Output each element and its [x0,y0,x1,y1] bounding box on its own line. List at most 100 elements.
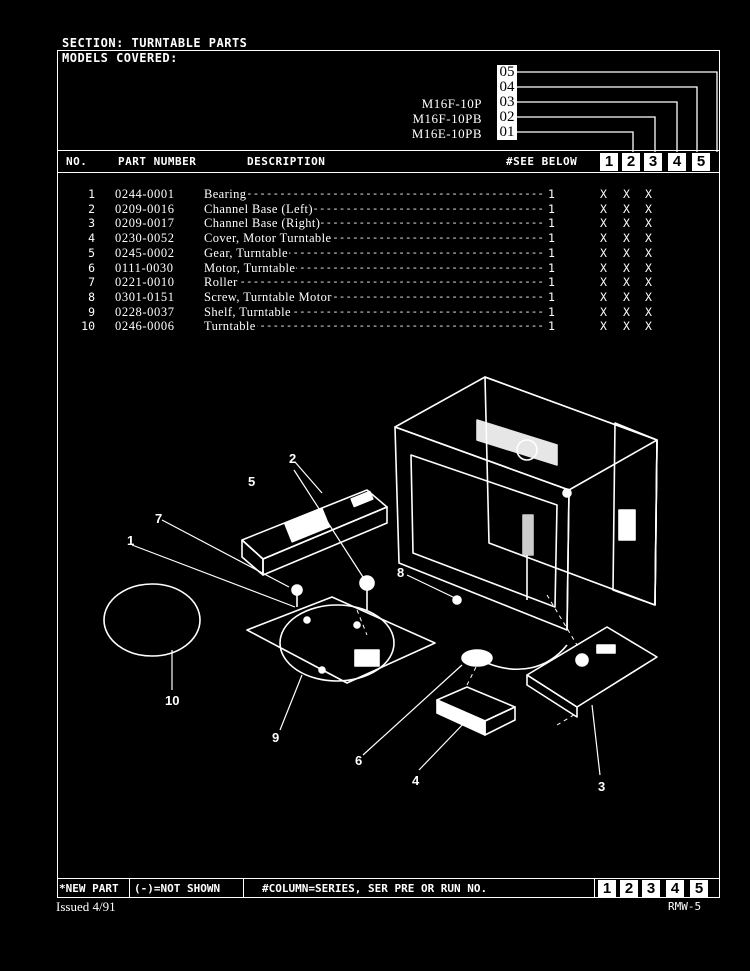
part-mark: X [600,201,607,216]
part-mark: X [645,245,652,260]
footer-column-box-4: 4 [666,880,684,898]
column-box-1: 1 [600,153,618,171]
model-code-05: 05 [497,65,517,80]
part-mark: X [623,216,630,231]
callout-8: 8 [397,565,404,580]
model-code-01: 01 [497,125,517,140]
part-mark: X [623,275,630,290]
callout-2: 2 [289,451,296,466]
callout-6: 6 [355,753,362,768]
motor-cover-illustration [436,686,516,736]
model-name: M16F-10PB [412,111,482,126]
part-qty: 1 [548,289,555,304]
part-no: 8 [88,289,95,304]
part-description: Cover, Motor Turntable [204,231,333,246]
callout-3: 3 [598,779,605,794]
part-mark: X [623,289,630,304]
part-description: Motor, Turntable [204,260,297,276]
header-rule-bottom [57,172,720,173]
part-mark: X [645,260,652,275]
part-mark: X [623,201,630,216]
part-no: 9 [88,304,95,319]
model-name: M16E-10PB [411,126,482,141]
part-mark: X [645,216,652,231]
part-mark: X [645,304,652,319]
part-mark: X [600,289,607,304]
shelf-illustration [246,596,436,684]
part-number: 0301-0151 [115,289,175,304]
part-qty: 1 [548,216,555,231]
part-qty: 1 [548,187,555,201]
part-mark: X [623,231,630,246]
part-qty: 1 [548,319,555,334]
part-mark: X [600,216,607,231]
part-description: Bearing [204,187,248,202]
part-mark: X [623,187,630,201]
roller-illustration [291,584,303,596]
part-description: Turntable [204,319,257,334]
part-mark: X [623,304,630,319]
footer-rule [57,878,720,879]
part-number: 0230-0052 [115,231,175,246]
header-rule-top [57,150,720,151]
channel-base-left-illustration [241,489,388,576]
callout-5: 5 [248,474,255,489]
part-mark: X [645,231,652,246]
col-header-part-number: PART NUMBER [118,155,197,168]
part-qty: 1 [548,201,555,216]
leader-dashes: ----------------------------------------… [204,187,544,200]
part-number: 0221-0010 [115,275,175,290]
footer-divider [594,878,595,898]
part-number: 0228-0037 [115,304,175,319]
part-no: 6 [88,260,95,275]
callout-7: 7 [155,511,162,526]
part-mark: X [645,319,652,334]
part-mark: X [600,187,607,201]
leader-dashes: ----------------------------------------… [204,245,544,259]
connector-line-05 [517,71,718,152]
part-no: 4 [88,231,95,246]
column-box-2: 2 [622,153,640,171]
model-connector-lines [517,71,718,152]
part-number: 0209-0017 [115,216,175,231]
page-reference: RMW-5 [668,900,702,913]
part-description: Channel Base (Left) [204,201,314,217]
part-number: 0244-0001 [115,187,175,201]
footer-column-box-2: 2 [620,880,638,898]
table-row: 10 0246-0006 -----------------------------… [60,319,700,334]
models-covered-label: MODELS COVERED: [62,51,178,65]
part-mark: X [645,275,652,290]
part-no: 2 [88,201,95,216]
part-mark: X [600,245,607,260]
part-description: Gear, Turntable [204,245,289,261]
table-row: 7 0221-0010 ------------------------------… [60,275,700,290]
leader-lines [131,461,601,776]
motor-illustration [461,644,568,670]
part-qty: 1 [548,275,555,290]
part-mark: X [600,319,607,334]
model-code-03: 03 [497,95,517,110]
oven-cavity-illustration [394,376,658,631]
gear-illustration [359,575,375,591]
part-no: 10 [81,319,95,334]
part-mark: X [645,187,652,201]
column-box-4: 4 [668,153,686,171]
part-mark: X [600,231,607,246]
part-number: 0111-0030 [115,260,174,275]
part-no: 7 [88,275,95,290]
part-number: 0246-0006 [115,319,175,334]
part-mark: X [600,260,607,275]
col-header-description: DESCRIPTION [247,155,326,168]
footer-column-note: #COLUMN=SERIES, SER PRE OR RUN NO. [262,882,488,895]
part-qty: 1 [548,260,555,275]
connector-line-04 [517,86,698,152]
part-mark: X [645,201,652,216]
part-mark: X [623,245,630,260]
leader-dashes: ----------------------------------------… [204,275,544,289]
part-description: Screw, Turntable Motor [204,289,333,305]
leader-dashes: ----------------------------------------… [204,319,544,333]
part-description: Channel Base (Right) [204,216,322,232]
